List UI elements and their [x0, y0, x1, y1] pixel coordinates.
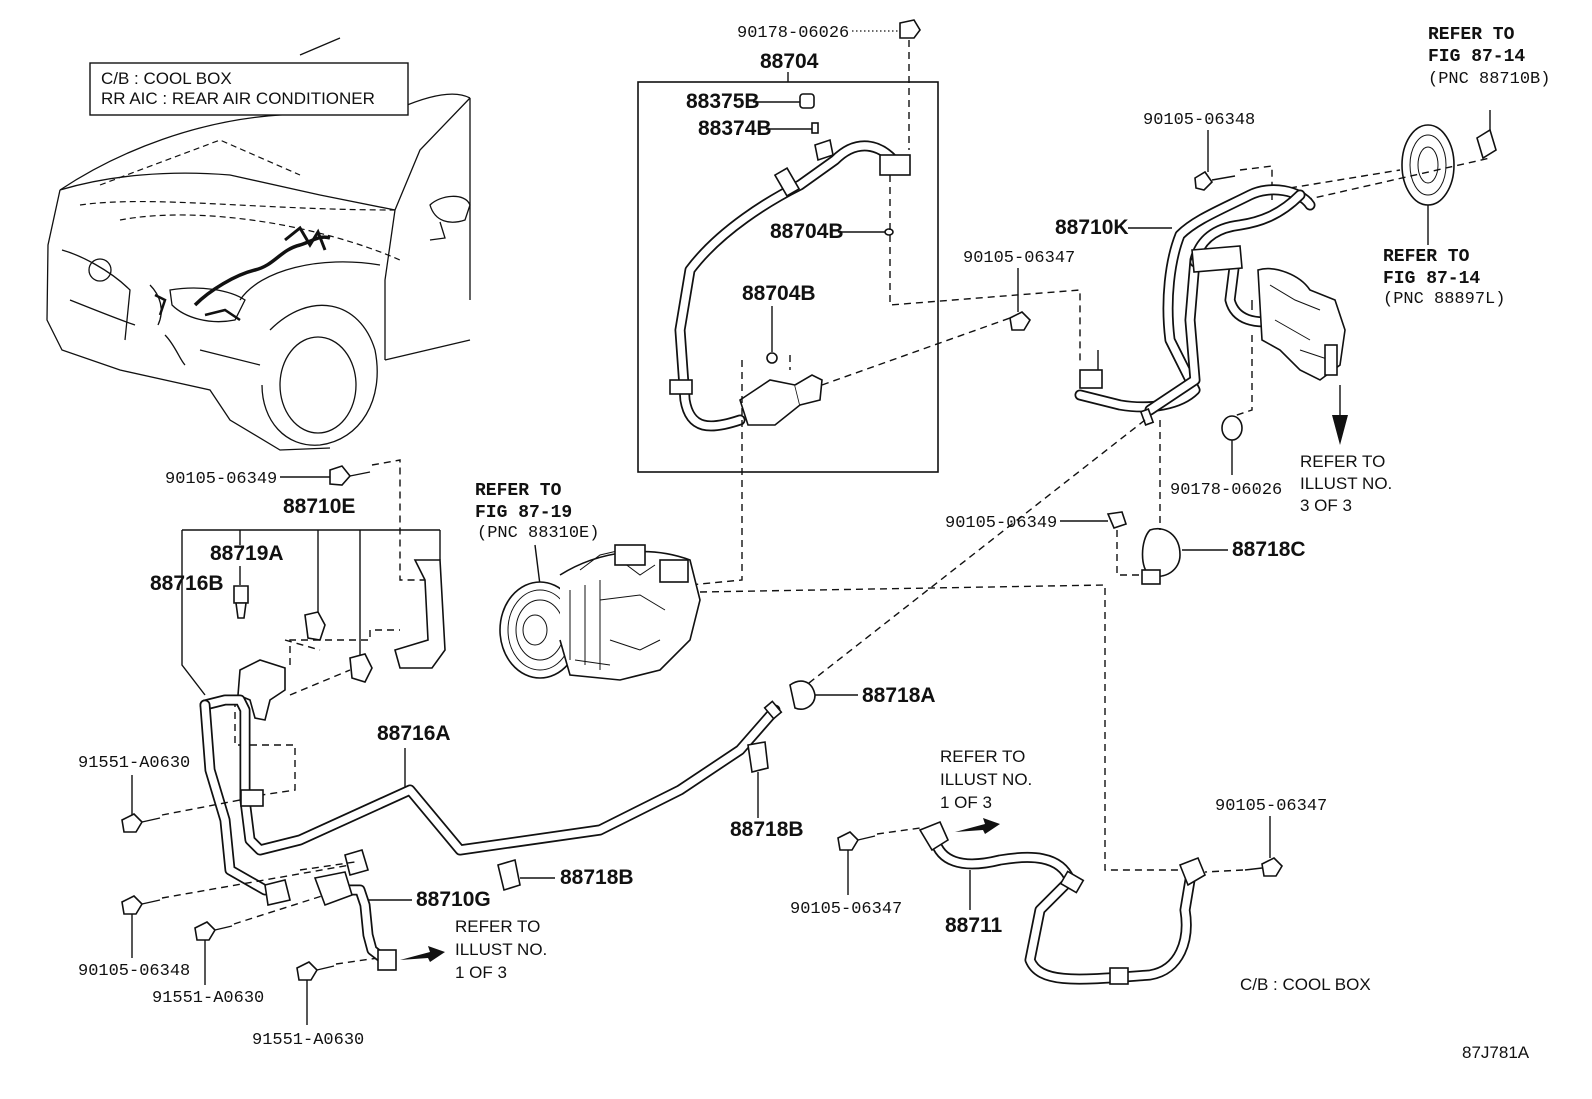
bolt-90105-06347-right: 90105-06347: [1204, 797, 1327, 877]
ref-fig-87-14-top: REFER TO FIG 87-14 (PNC 88710B): [1428, 25, 1550, 160]
ref-line: ILLUST NO.: [455, 940, 547, 959]
part-88718A: 88718A: [862, 684, 936, 707]
legend-line-2: RR AIC : REAR AIR CONDITIONER: [101, 89, 375, 108]
ref-line: REFER TO: [1428, 25, 1515, 45]
ref-line: REFER TO: [1300, 452, 1385, 471]
grommet-88897L: [1401, 124, 1455, 245]
bolt-91551-A0630-middle: 91551-A0630: [152, 894, 326, 1008]
part-88718B-middle: 88718B: [730, 818, 804, 841]
bolt-label: 90105-06349: [945, 514, 1057, 533]
ref-line: (PNC 88310E): [477, 524, 599, 543]
ref-line: ILLUST NO.: [1300, 474, 1392, 493]
bolt-91551-A0630-upper: 91551-A0630: [78, 754, 241, 833]
bolt-90105-06348-bottom: 90105-06348: [78, 864, 351, 981]
bolt-90105-06347-mid: 90105-06347: [963, 249, 1075, 331]
bolt-label: 90105-06349: [165, 470, 277, 489]
part-88718C: 88718C: [1232, 538, 1306, 561]
ref-line: REFER TO: [940, 747, 1025, 766]
part-88704: 88704: [760, 50, 819, 73]
ref-line: FIG 87-14: [1383, 269, 1480, 289]
part-88718B-lower: 88718B: [560, 866, 634, 889]
ref-line: REFER TO: [475, 481, 562, 501]
ref-line: ILLUST NO.: [940, 770, 1032, 789]
clip-88718B-middle: 88718B: [730, 741, 804, 841]
ref-line: (PNC 88897L): [1383, 290, 1505, 309]
clamp-88718C: 90105-06349 88718C: [945, 420, 1306, 585]
bolt-label: 91551-A0630: [152, 989, 264, 1008]
part-88710G: 88710G: [416, 888, 491, 911]
bolt-label: 90105-06347: [1215, 797, 1327, 816]
ref-line: (PNC 88710B): [1428, 70, 1550, 89]
ref-line: FIG 87-19: [475, 503, 572, 523]
bolt-label: 90105-06347: [963, 249, 1075, 268]
bolt-label: 90105-06347: [790, 900, 902, 919]
cool-box-note: C/B : COOL BOX: [1240, 975, 1371, 994]
abbreviation-legend: C/B : COOL BOX RR AIC : REAR AIR CONDITI…: [89, 62, 409, 116]
bolt-label: 91551-A0630: [78, 754, 190, 773]
ref-line: REFER TO: [1383, 247, 1470, 267]
ref-line: FIG 87-14: [1428, 47, 1525, 67]
bolt-90178-06026-right: 90178-06026: [1170, 415, 1282, 500]
part-88716A: 88716A: [377, 722, 451, 745]
pipe-88710G: 88710G: [264, 849, 491, 971]
clip-88718A: 88718A: [789, 680, 936, 710]
part-88704B-lower: 88704B: [742, 282, 816, 305]
pipe-88710K-group: 90105-06348 88710K: [1055, 111, 1346, 426]
pipe-88716A: 88716A: [199, 694, 783, 896]
figure-code: 87J781A: [1462, 1043, 1530, 1062]
vehicle-illustration: [46, 37, 471, 451]
bracket-88710E-group: 90105-06349 88710E 88719A 88716B: [150, 459, 446, 796]
part-88711: 88711: [945, 914, 1003, 937]
bolt-label: 90105-06348: [78, 962, 190, 981]
clip-88718B-lower: 88718B: [497, 858, 634, 892]
part-88375B: 88375B: [686, 90, 760, 113]
bolt-label: 91551-A0630: [252, 1031, 364, 1050]
ref-line: 3 OF 3: [1300, 496, 1352, 515]
ref-line: 1 OF 3: [940, 793, 992, 812]
part-88710E: 88710E: [283, 495, 355, 518]
pipe-88711: 90105-06347 88711: [790, 820, 1207, 985]
part-88374B: 88374B: [698, 117, 772, 140]
part-88710K: 88710K: [1055, 216, 1129, 239]
part-88704B-upper: 88704B: [770, 220, 844, 243]
legend-line-1: C/B : COOL BOX: [101, 69, 232, 88]
compressor-88310E: REFER TO FIG 87-19 (PNC 88310E): [475, 481, 701, 681]
ref-line: REFER TO: [455, 917, 540, 936]
bolt-label: 90178-06026: [737, 24, 849, 43]
bolt-91551-A0630-lower: 91551-A0630: [252, 957, 379, 1050]
ref-line: 1 OF 3: [455, 963, 507, 982]
ref-illust-1-of-3-middle: REFER TO ILLUST NO. 1 OF 3: [940, 747, 1032, 834]
bolt-90178-06026-top: 90178-06026: [737, 19, 1081, 365]
bolt-label: 90178-06026: [1170, 481, 1282, 500]
ref-illust-3-of-3: REFER TO ILLUST NO. 3 OF 3: [1300, 385, 1392, 515]
ref-fig-87-14-mid: REFER TO FIG 87-14 (PNC 88897L): [1383, 247, 1505, 309]
hose-88704-group: 88704 88375B 88374B 88704B 88704B: [637, 50, 939, 473]
part-88719A: 88719A: [210, 542, 284, 565]
bolt-label: 90105-06348: [1143, 111, 1255, 130]
ref-illust-1-of-3-bottom: REFER TO ILLUST NO. 1 OF 3: [455, 917, 547, 982]
part-88716B: 88716B: [150, 572, 224, 595]
